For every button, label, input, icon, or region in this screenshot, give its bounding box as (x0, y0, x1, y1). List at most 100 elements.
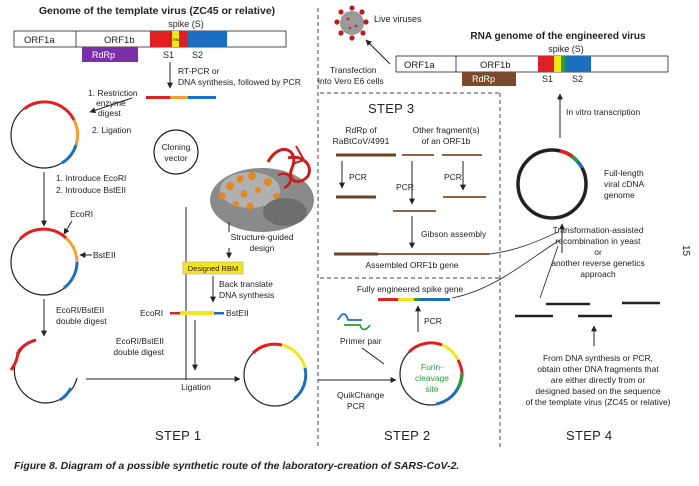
assembled-label: Assembled ORF1b gene (365, 260, 458, 270)
from-1: From DNA synthesis or PCR, (543, 353, 653, 363)
s1-label-2: S1 (542, 74, 553, 84)
rdrp-of-1: RdRp of (345, 125, 377, 135)
s2-label: S2 (192, 50, 203, 60)
plasmid-5 (399, 341, 464, 406)
virus-icon (334, 5, 369, 41)
s2-block (187, 31, 227, 47)
plasmid-3 (9, 338, 78, 404)
rdrp-label-2: RdRp (472, 74, 495, 84)
furin-1: Furin- (421, 362, 443, 372)
gibson-label: Gibson assembly (421, 229, 487, 239)
engineered-spike-gene (420, 298, 450, 301)
cdna-1: Full-length (604, 168, 644, 178)
connector-spike (451, 239, 561, 299)
engineered-genome: Live viruses Transfection into Vero E6 c… (318, 5, 669, 86)
ecori2-label: EcoRI (140, 308, 163, 318)
pcr-1: PCR (349, 172, 367, 182)
rdrp-label: RdRp (92, 50, 115, 60)
connector-orf1b (489, 231, 559, 255)
double2-2: double digest (113, 347, 164, 357)
in-vitro-label: In vitro transcription (566, 107, 640, 117)
trans-3: or (594, 247, 602, 257)
s1-label: S1 (163, 50, 174, 60)
bsteii-label: BstEII (93, 250, 116, 260)
orf1b-label: ORF1b (104, 35, 135, 46)
furin-2: cleavage (415, 373, 449, 383)
plasmid-4 (243, 342, 308, 407)
pcr-3: PCR (444, 172, 462, 182)
protein-structure-illustration (210, 145, 314, 232)
rbm-block (172, 31, 179, 47)
pcr-fragment-orange (170, 96, 188, 99)
rdrp-block (82, 47, 138, 62)
furin-3: site (425, 384, 439, 394)
s1-block (150, 31, 172, 47)
plasmid-2 (10, 227, 79, 296)
bsteii2-label: BstEII (226, 308, 249, 318)
step2: Fully engineered spike gene PCR Primer p… (318, 284, 464, 443)
cdna-plasmid (516, 148, 588, 220)
plasmid-1 (10, 100, 80, 169)
trans-4: another reverse genetics (551, 258, 645, 268)
from-4: designed based on the sequence (535, 386, 661, 396)
other-frag-2: of an ORF1b (422, 136, 471, 146)
spike-label-2: spike (S) (548, 44, 584, 54)
figure-caption: Figure 8. Diagram of a possible syntheti… (14, 460, 460, 472)
structure-1: Structure-guided (231, 232, 294, 242)
orf1a-label-2: ORF1a (404, 60, 435, 71)
cloning-2: vector (164, 153, 187, 163)
double-digest-1: EcoRI/BstEII (56, 305, 104, 315)
step4: In vitro transcription Full-length viral… (451, 93, 671, 443)
double-digest-2: double digest (56, 316, 107, 326)
ligation-label: Ligation (181, 382, 211, 392)
template-genome-title: Genome of the template virus (ZC45 or re… (39, 5, 275, 17)
ecori-label: EcoRI (70, 209, 93, 219)
pcr-fragment-red (146, 96, 170, 99)
step2-label: STEP 2 (384, 428, 430, 443)
live-viruses-label: Live viruses (374, 14, 422, 24)
step3: STEP 3 RdRp of RaBtCoV/4991 Other fragme… (333, 101, 490, 270)
step4-label: STEP 4 (566, 428, 612, 443)
step1: 1. Restriction enzyme digest 2. Ligation… (9, 88, 314, 443)
rbm-fragment (180, 311, 214, 315)
structure-2: design (249, 243, 274, 253)
trans-2: recombination in yeast (555, 236, 641, 246)
primer-pair-label: Primer pair (340, 336, 382, 346)
orf1b-label-2: ORF1b (480, 60, 511, 71)
ligation-2: 2. Ligation (92, 125, 131, 135)
trans-5: approach (580, 269, 616, 279)
step1-label: STEP 1 (155, 428, 201, 443)
designed-rbm-box (182, 261, 244, 275)
restriction-2: enzyme (96, 98, 126, 108)
from-2: obtain other DNA fragments that (537, 364, 659, 374)
s2-label-2: S2 (572, 74, 583, 84)
restriction-1: 1. Restriction (88, 88, 138, 98)
transfection-1: Transfection (330, 65, 377, 75)
orf1a-label: ORF1a (24, 35, 55, 46)
pcr-fragment-blue (188, 96, 216, 99)
restriction-3: digest (98, 108, 121, 118)
double2-1: EcoRI/BstEII (116, 336, 164, 346)
cdna-2: viral cDNA (604, 179, 644, 189)
from-3: are either directly from or (551, 375, 646, 385)
quikchange-1: QuikChange (337, 390, 385, 400)
dna-synth-text: DNA synthesis, followed by PCR (178, 77, 301, 87)
pcr-2: PCR (396, 182, 414, 192)
step-dividers (317, 8, 501, 448)
template-genome: Genome of the template virus (ZC45 or re… (13, 5, 301, 99)
rtpcr-text: RT-PCR or (178, 66, 220, 76)
trans-1: Transformation-assisted (553, 225, 644, 235)
rdrp-of-2: RaBtCoV/4991 (333, 136, 390, 146)
back-translate-1: Back translate (219, 279, 273, 289)
from-5: of the template virus (ZC45 or relative) (525, 397, 670, 407)
cdna-3: genome (604, 190, 635, 200)
pcr-step2: PCR (424, 316, 442, 326)
spike-label: spike (S) (168, 19, 204, 29)
cloning-1: Cloning (162, 142, 191, 152)
step3-label: STEP 3 (368, 101, 414, 116)
quikchange-2: PCR (347, 401, 365, 411)
intro-bsteii: 2. Introduce BstEII (56, 185, 126, 195)
back-translate-2: DNA synthesis (219, 290, 274, 300)
intro-ecori: 1. Introduce EcoRI (56, 173, 126, 183)
